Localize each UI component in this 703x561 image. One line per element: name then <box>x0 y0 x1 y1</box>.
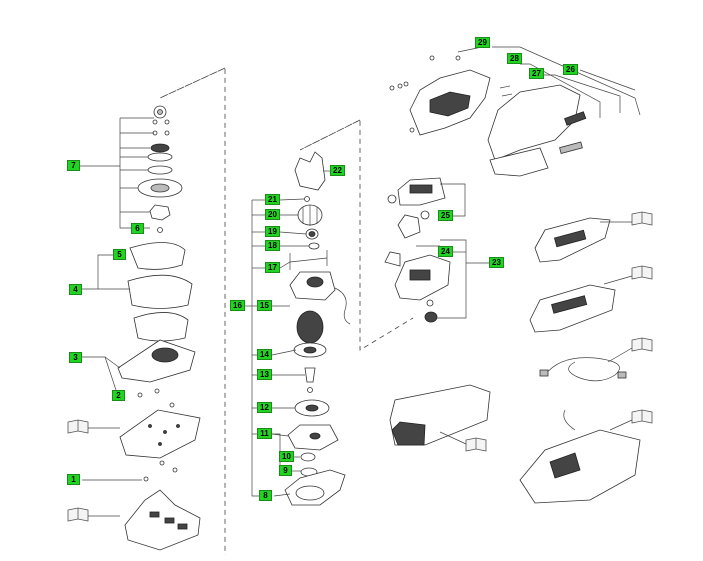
manual-book-icon <box>609 409 653 431</box>
callout-26: 26 <box>563 64 578 75</box>
manual-book-icon <box>603 265 653 285</box>
callout-7: 7 <box>67 160 80 171</box>
motor-stack-parts <box>284 151 351 506</box>
callout-29: 29 <box>475 37 490 48</box>
manual-book-icon <box>67 419 120 434</box>
housing-parts <box>389 46 641 177</box>
callout-16: 16 <box>230 300 245 311</box>
callout-11: 11 <box>257 428 272 439</box>
callout-27: 27 <box>529 68 544 79</box>
callout-13: 13 <box>257 369 272 380</box>
assembly-boundary-middle <box>299 119 414 351</box>
callout-17: 17 <box>265 262 280 273</box>
callout-4: 4 <box>69 284 82 295</box>
callout-14: 14 <box>257 349 272 360</box>
callout-19: 19 <box>265 226 280 237</box>
callout-1: 1 <box>67 474 80 485</box>
callout-28: 28 <box>507 53 522 64</box>
manual-book-icon <box>600 211 653 226</box>
battery-pack <box>389 384 491 446</box>
callout-22: 22 <box>330 165 345 176</box>
assembly-boundary-left <box>159 67 226 555</box>
manual-book-icon <box>439 431 487 452</box>
callout-12: 12 <box>257 402 272 413</box>
callout-8: 8 <box>259 490 272 501</box>
callout-23: 23 <box>489 257 504 268</box>
callout-10: 10 <box>279 451 294 462</box>
callout-18: 18 <box>265 240 280 251</box>
callout-20: 20 <box>265 209 280 220</box>
callout-15: 15 <box>257 300 272 311</box>
callout-6: 6 <box>131 223 144 234</box>
accessory-parts <box>519 217 641 504</box>
manual-book-icon <box>607 337 653 363</box>
callout-9: 9 <box>279 465 292 476</box>
callout-21: 21 <box>265 194 280 205</box>
pad-stack-parts <box>117 105 201 551</box>
callout-25: 25 <box>438 210 453 221</box>
callout-5: 5 <box>113 249 126 260</box>
callout-2: 2 <box>112 390 125 401</box>
callout-24: 24 <box>438 246 453 257</box>
electronics-parts <box>384 177 490 323</box>
callout-3: 3 <box>69 352 82 363</box>
manual-book-icon <box>67 507 120 522</box>
